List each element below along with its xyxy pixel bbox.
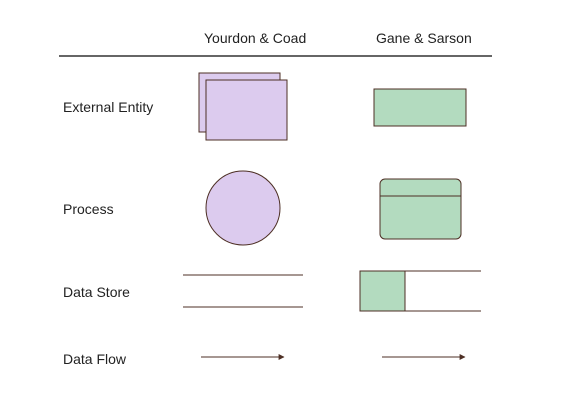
yourdon-external-entity-front <box>205 79 288 141</box>
gane-external-entity <box>373 88 467 127</box>
gane-data-store-id-box <box>359 270 406 312</box>
row-label-data-store: Data Store <box>63 284 130 300</box>
column-header-gane-sarson: Gane & Sarson <box>376 30 472 46</box>
row-label-external-entity: External Entity <box>63 99 154 115</box>
yourdon-process-circle <box>205 170 281 246</box>
gane-process <box>379 178 462 240</box>
row-label-data-flow: Data Flow <box>63 351 127 367</box>
row-label-process: Process <box>63 201 114 217</box>
column-header-yourdon-coad: Yourdon & Coad <box>204 30 307 46</box>
